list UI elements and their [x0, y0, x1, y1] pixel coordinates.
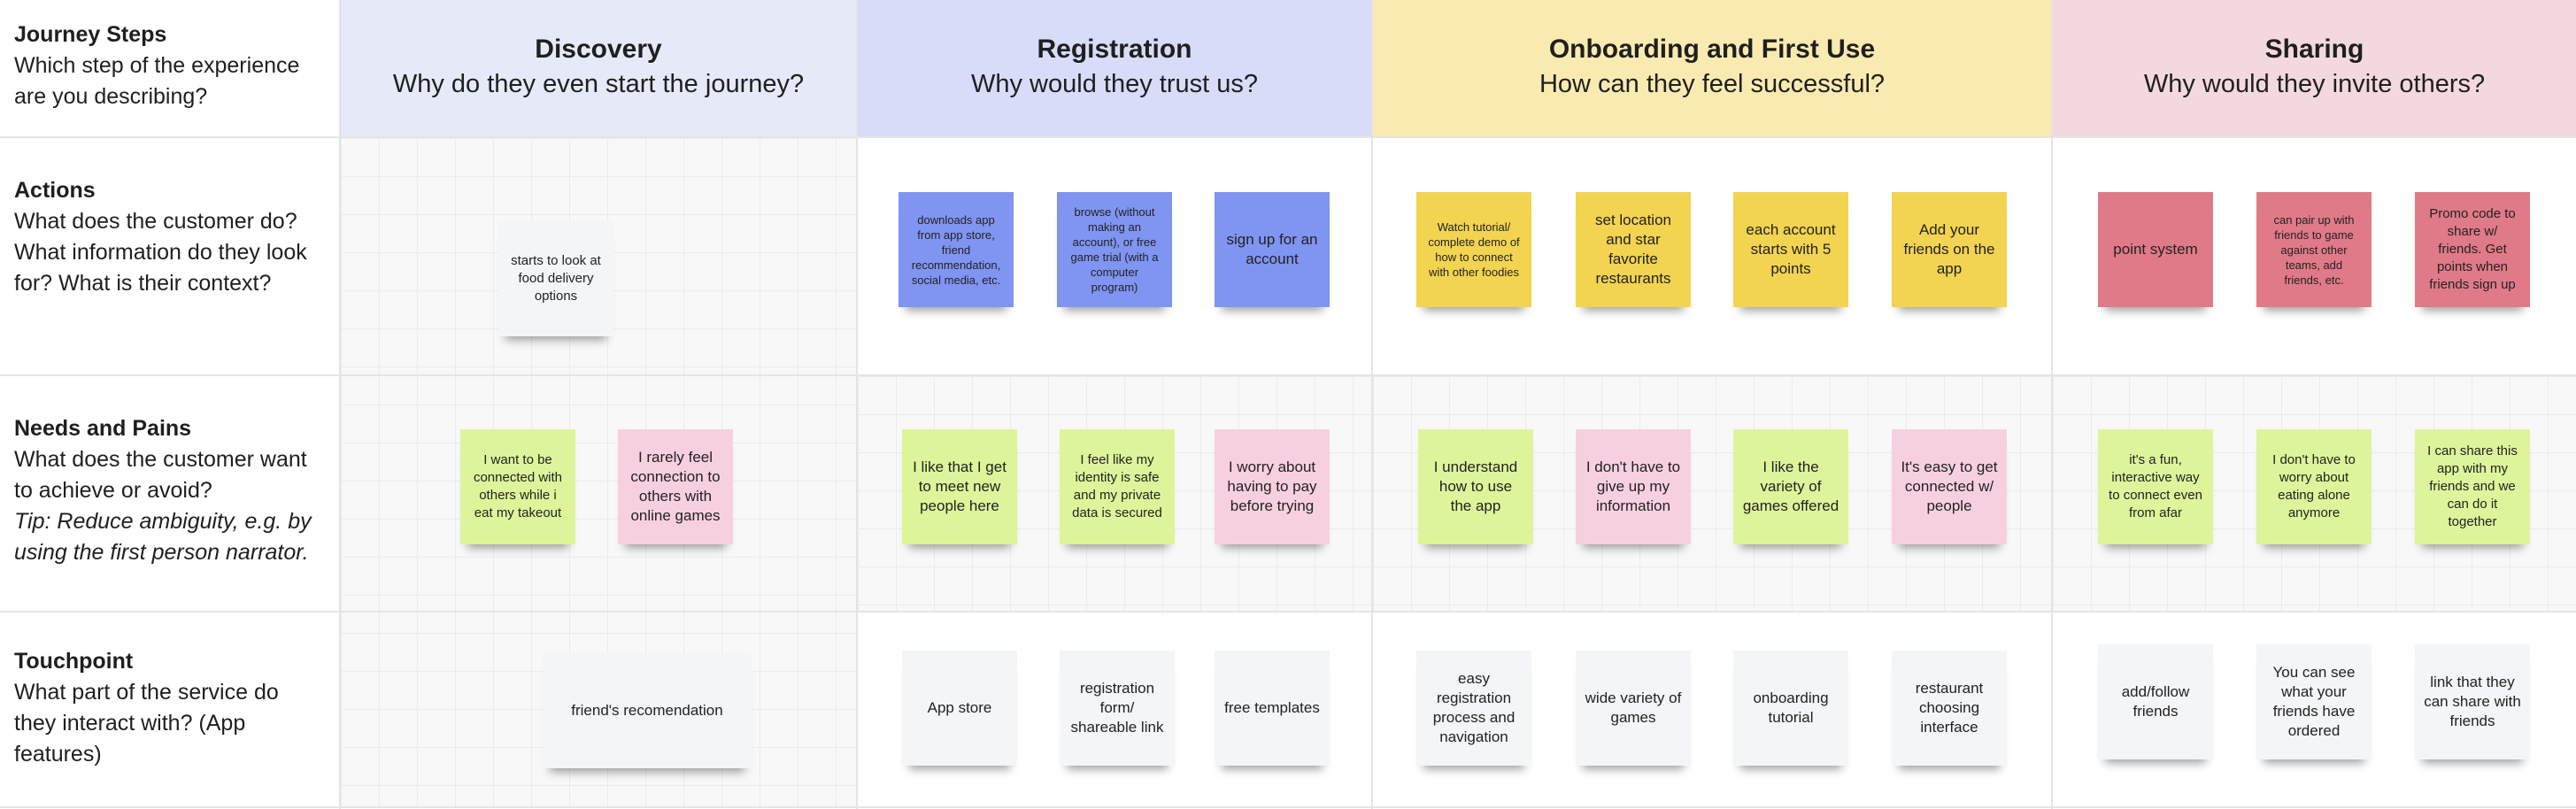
column-divider: [339, 0, 341, 809]
row-label-journey-steps: Journey Steps Which step of the experien…: [0, 0, 338, 136]
row-title: Touchpoint: [14, 649, 134, 674]
sticky-note-action[interactable]: can pair up with friends to game against…: [2256, 192, 2372, 307]
sticky-note-action[interactable]: starts to look at food delivery options: [498, 221, 613, 336]
sticky-note-touchpoint[interactable]: restaurant choosing interface: [1892, 651, 2007, 766]
row-divider: [0, 806, 2576, 808]
row-question: Which step of the experience are you des…: [14, 53, 300, 109]
sticky-note-touchpoint[interactable]: App store: [902, 651, 1017, 766]
stage-header-sharing[interactable]: Sharing Why would they invite others?: [2053, 0, 2576, 136]
stage-title: Registration: [1037, 35, 1192, 64]
sticky-note-pain[interactable]: It's easy to get connected w/ people: [1892, 429, 2007, 544]
sticky-note-action[interactable]: point system: [2098, 192, 2213, 307]
sticky-note-touchpoint[interactable]: easy registration process and navigation: [1416, 651, 1531, 766]
row-divider: [0, 374, 2576, 376]
sticky-note-touchpoint[interactable]: registration form/ shareable link: [1060, 651, 1175, 766]
sticky-note-touchpoint[interactable]: You can see what your friends have order…: [2256, 644, 2372, 759]
sticky-note-need[interactable]: it's a fun, interactive way to connect e…: [2098, 429, 2213, 544]
row-question: What part of the service do they interac…: [14, 680, 279, 767]
sticky-note-action[interactable]: each account starts with 5 points: [1733, 192, 1848, 307]
sticky-note-touchpoint[interactable]: friend's recomendation: [543, 653, 752, 768]
column-divider: [856, 0, 858, 809]
stage-header-registration[interactable]: Registration Why would they trust us?: [858, 0, 1371, 136]
sticky-note-need[interactable]: I like that I get to meet new people her…: [902, 429, 1017, 544]
stage-title: Onboarding and First Use: [1548, 35, 1876, 64]
stage-title: Sharing: [2264, 35, 2364, 64]
sticky-note-need[interactable]: I don't have to worry about eating alone…: [2256, 429, 2372, 544]
row-question: What does the customer do? What informat…: [14, 209, 307, 296]
column-divider: [1371, 0, 1373, 809]
row-title: Journey Steps: [14, 22, 167, 47]
sticky-note-pain[interactable]: I rarely feel connection to others with …: [618, 429, 733, 544]
row-title: Needs and Pains: [14, 416, 192, 441]
stage-question: Why would they invite others?: [2143, 70, 2486, 98]
sticky-note-need[interactable]: I want to be connected with others while…: [460, 429, 575, 544]
row-question: What does the customer want to achieve o…: [14, 447, 307, 503]
sticky-note-touchpoint[interactable]: onboarding tutorial: [1733, 651, 1848, 766]
row-label-needs-and-pains: Needs and Pains What does the customer w…: [0, 396, 338, 608]
stage-question: Why do they even start the journey?: [392, 70, 805, 98]
sticky-note-touchpoint[interactable]: link that they can share with friends: [2415, 644, 2530, 759]
sticky-note-action[interactable]: sign up for an account: [1215, 192, 1330, 307]
stage-header-discovery[interactable]: Discovery Why do they even start the jou…: [341, 0, 856, 136]
row-title: Actions: [14, 178, 96, 203]
sticky-note-need[interactable]: I understand how to use the app: [1418, 429, 1533, 544]
stage-question: How can they feel successful?: [1539, 70, 1886, 98]
sticky-note-action[interactable]: set location and star favorite restauran…: [1576, 192, 1691, 307]
sticky-note-action[interactable]: downloads app from app store, friend rec…: [899, 192, 1014, 307]
row-label-actions: Actions What does the customer do? What …: [0, 158, 338, 370]
sticky-note-touchpoint[interactable]: wide variety of games: [1576, 651, 1691, 766]
sticky-note-need[interactable]: I like the variety of games offered: [1733, 429, 1848, 544]
sticky-note-action[interactable]: Watch tutorial/ complete demo of how to …: [1416, 192, 1531, 307]
sticky-note-pain[interactable]: I worry about having to pay before tryin…: [1215, 429, 1330, 544]
stage-title: Discovery: [535, 35, 662, 64]
row-label-touchpoint: Touchpoint What part of the service do t…: [0, 628, 338, 801]
sticky-note-touchpoint[interactable]: add/follow friends: [2098, 644, 2213, 759]
column-divider: [2051, 0, 2053, 809]
row-tip: Tip: Reduce ambiguity, e.g. by using the…: [14, 509, 312, 565]
stage-header-onboarding[interactable]: Onboarding and First Use How can they fe…: [1373, 0, 2051, 136]
row-divider: [0, 611, 2576, 613]
sticky-note-pain[interactable]: I don't have to give up my information: [1576, 429, 1691, 544]
sticky-note-action[interactable]: browse (without making an account), or f…: [1057, 192, 1172, 307]
stage-question: Why would they trust us?: [971, 70, 1258, 98]
sticky-note-need[interactable]: I can share this app with my friends and…: [2415, 429, 2530, 544]
sticky-note-need[interactable]: I feel like my identity is safe and my p…: [1060, 429, 1175, 544]
sticky-note-action[interactable]: Add your friends on the app: [1892, 192, 2007, 307]
sticky-note-action[interactable]: Promo code to share w/ friends. Get poin…: [2415, 192, 2530, 307]
row-divider: [0, 136, 2576, 138]
sticky-note-touchpoint[interactable]: free templates: [1215, 651, 1330, 766]
